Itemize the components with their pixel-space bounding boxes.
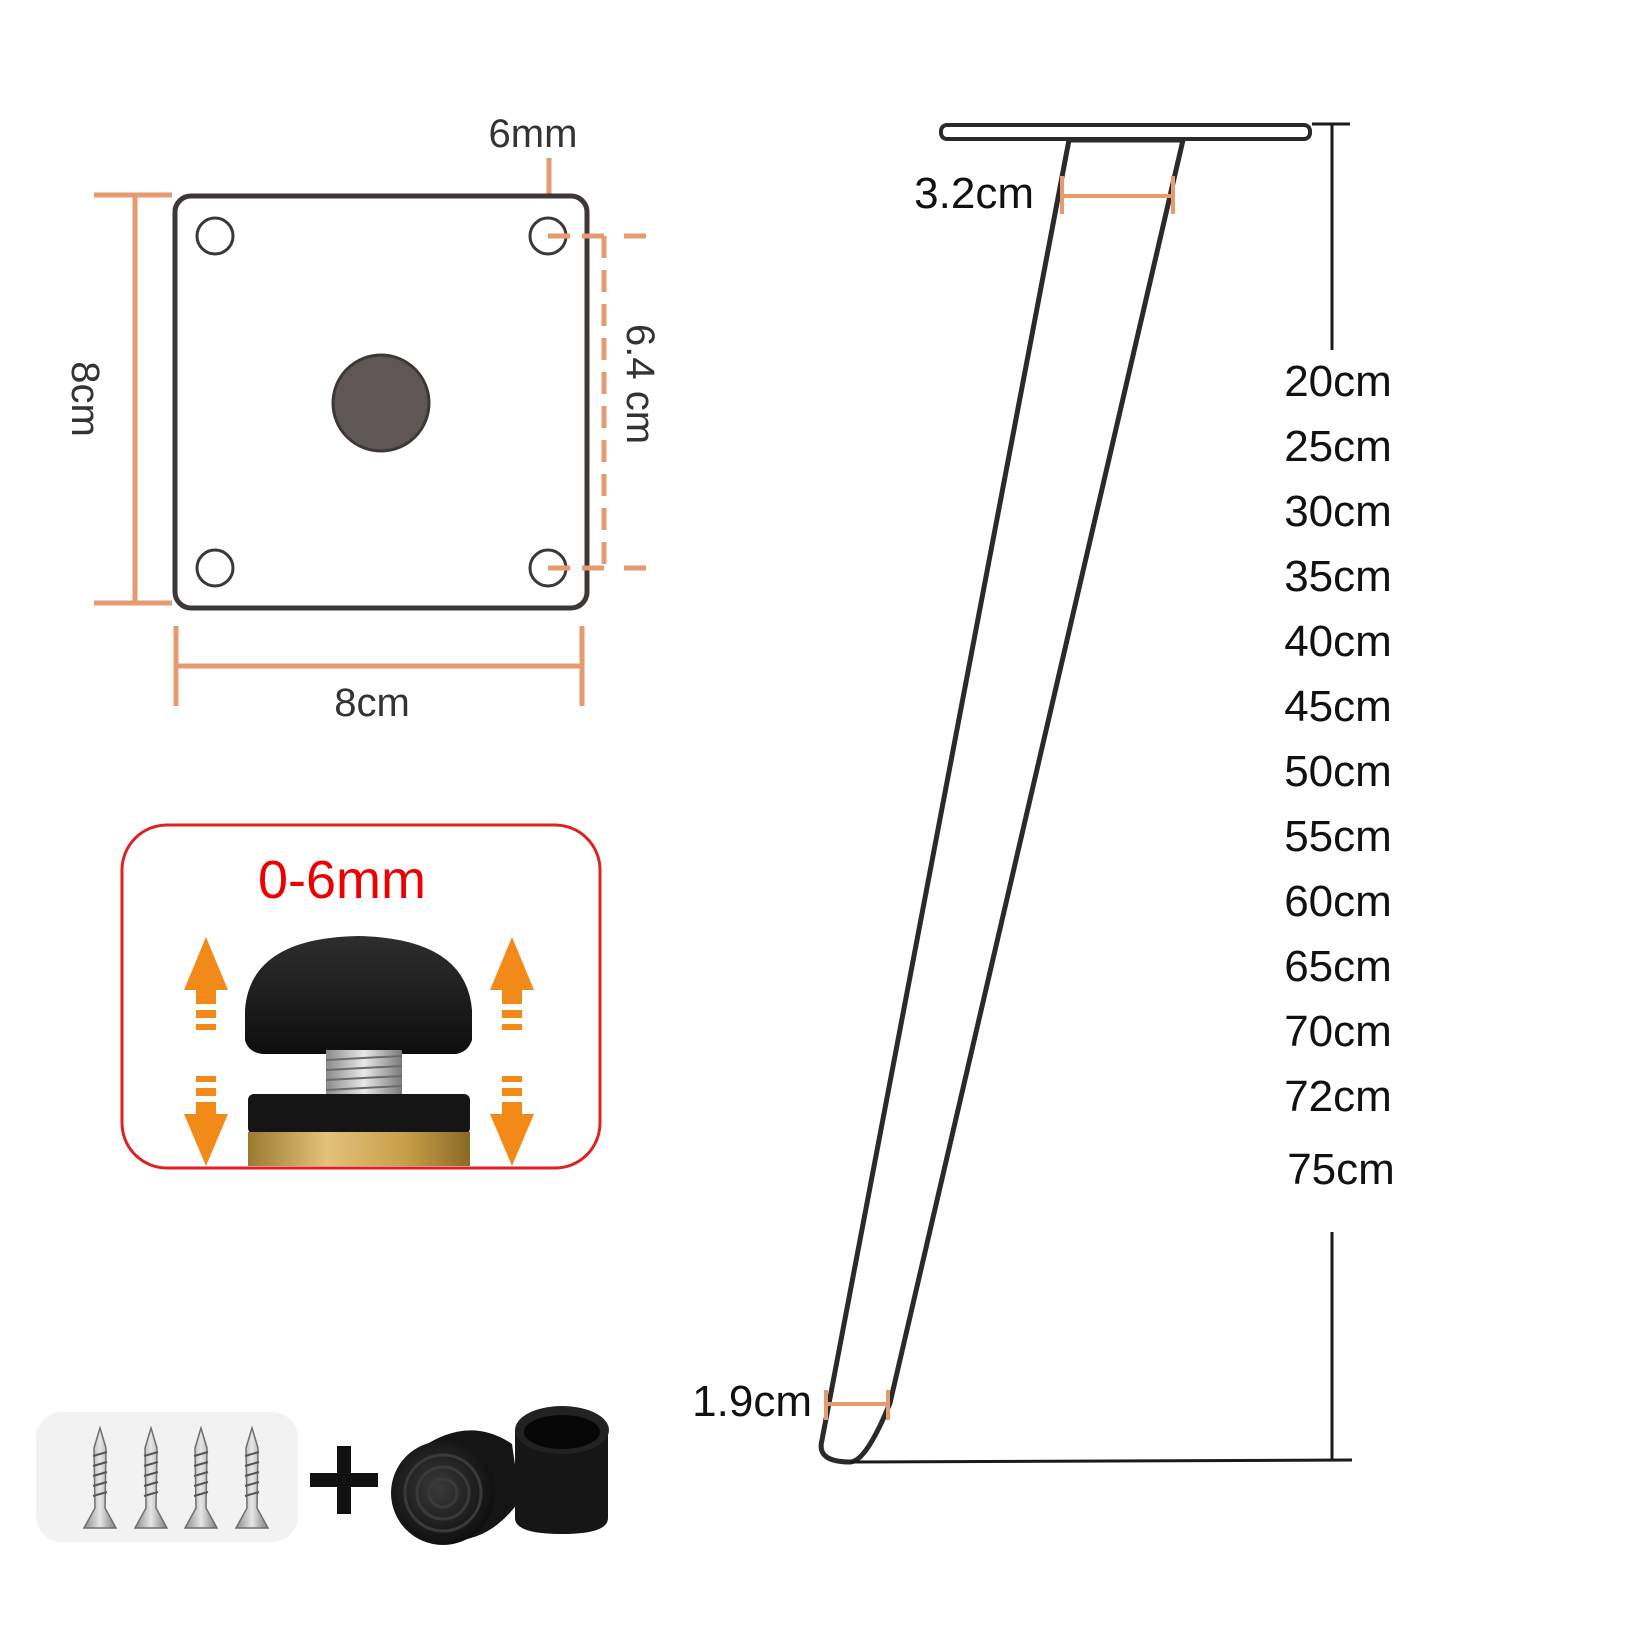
top-width-label: 3.2cm xyxy=(914,169,1034,218)
down-arrow-icon xyxy=(490,1076,534,1166)
screw-icon xyxy=(133,1425,169,1529)
height-option: 72cm xyxy=(1284,1072,1392,1121)
height-option: 50cm xyxy=(1284,747,1392,796)
height-options-list: 20cm 25cm 30cm 35cm 40cm 45cm 50cm 55cm … xyxy=(1284,357,1395,1194)
height-option: 65cm xyxy=(1284,942,1392,991)
plate-width-label: 8cm xyxy=(334,681,410,725)
hole-spacing-label: 6.4 cm xyxy=(618,324,662,444)
height-option: 35cm xyxy=(1284,552,1392,601)
plate-height-label: 8cm xyxy=(63,361,107,437)
bottom-width-label: 1.9cm xyxy=(692,1377,812,1426)
plate-height-dimension xyxy=(94,192,172,606)
rubber-foot-cap-icon xyxy=(515,1406,609,1534)
bottom-width-dimension xyxy=(824,1390,890,1420)
screw-hole-bottom-left xyxy=(195,548,235,588)
height-option: 55cm xyxy=(1284,812,1392,861)
height-option: 30cm xyxy=(1284,487,1392,536)
hole-spacing-dimension xyxy=(548,233,646,571)
screw-hole-top-left xyxy=(195,216,235,256)
height-option: 20cm xyxy=(1284,357,1392,406)
leg-body xyxy=(818,137,1186,1465)
mounting-plate-group: 6mm 8cm 6.4 cm xyxy=(63,112,662,725)
plus-icon xyxy=(310,1446,378,1514)
height-option: 60cm xyxy=(1284,877,1392,926)
brass-tube xyxy=(248,1132,470,1166)
height-option: 70cm xyxy=(1284,1007,1392,1056)
leg-top-plate xyxy=(939,123,1312,141)
leveler-panel: 0-6mm xyxy=(120,823,602,1170)
plate-width-dimension xyxy=(173,626,585,706)
screw-icon xyxy=(234,1425,270,1529)
rubber-foot-cap-icon xyxy=(391,1430,520,1545)
height-option: 75cm xyxy=(1287,1145,1395,1194)
accessories-row xyxy=(36,1406,609,1545)
screw-icon xyxy=(82,1425,118,1529)
top-width-dimension xyxy=(1060,176,1175,214)
up-arrow-icon xyxy=(184,937,228,1030)
thread-icon xyxy=(325,1050,403,1098)
up-arrow-icon xyxy=(490,937,534,1030)
plate-center-stud xyxy=(331,353,431,453)
height-dimension xyxy=(849,122,1353,1464)
screw-icon xyxy=(183,1425,219,1529)
down-arrow-icon xyxy=(184,1076,228,1166)
height-option: 40cm xyxy=(1284,617,1392,666)
adjust-range-label: 0-6mm xyxy=(258,850,426,910)
height-option: 25cm xyxy=(1284,422,1392,471)
leg-collar xyxy=(248,1094,470,1134)
leg-drawing: 3.2cm 1.9cm 20cm 25cm 30cm 35cm 40cm 45c… xyxy=(692,122,1395,1465)
slot-label: 6mm xyxy=(489,112,578,156)
foot-cap-icon xyxy=(245,936,472,1054)
height-option: 45cm xyxy=(1284,682,1392,731)
